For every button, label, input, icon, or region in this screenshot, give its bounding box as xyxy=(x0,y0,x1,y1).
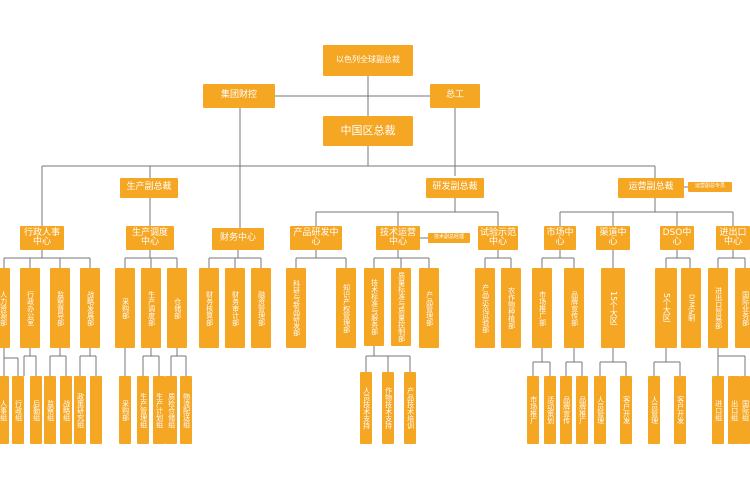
node-union[interactable]: 总工 xyxy=(430,84,480,108)
leaf-pilot-1[interactable]: 产品示范试验部 xyxy=(475,268,495,348)
leaf-finance-3[interactable]: 融资管理部 xyxy=(251,268,271,348)
leaf-import-2[interactable]: 国际业务部 xyxy=(735,268,750,348)
leaf-prod-sched-3[interactable]: 仓储部 xyxy=(167,268,187,348)
leaf-admin-hr-2[interactable]: 行政办公室 xyxy=(20,268,40,348)
node-ops-vp[interactable]: 运营副总裁 xyxy=(618,178,684,198)
leaf-market-2[interactable]: 品牌宣传部 xyxy=(564,268,584,348)
leaf-tech-ops-1[interactable]: 技术标准与服务部 xyxy=(364,268,384,346)
subleaf-prod-sched-2[interactable]: 生产管理组 xyxy=(137,376,149,444)
node-dso[interactable]: DSO中心 xyxy=(660,226,694,250)
node-finance-center[interactable]: 财务中心 xyxy=(212,228,264,250)
subleaf-admin-hr-3[interactable]: 后勤组 xyxy=(30,376,42,444)
leaf-dso-1[interactable]: 5个大区 xyxy=(655,268,677,348)
subleaf-prod-sched-4[interactable]: 质检仓储组 xyxy=(165,376,177,444)
subleaf-dso-2[interactable]: 客户开发 xyxy=(674,376,686,444)
leaf-admin-hr-1[interactable]: 人力资源部 xyxy=(0,268,10,348)
subleaf-import-1[interactable]: 进口组 xyxy=(712,376,724,444)
subleaf-prod-sched-3[interactable]: 生产计划组 xyxy=(153,376,165,444)
leaf-import-1[interactable]: 进出口贸易部 xyxy=(708,268,728,348)
subleaf-prod-sched-1[interactable]: 采购部 xyxy=(119,376,131,444)
leaf-product-rd-2[interactable]: 知识产权管理部 xyxy=(336,268,356,348)
node-rd-vp[interactable]: 研发副总裁 xyxy=(426,178,484,198)
subleaf-import-2[interactable]: 出口组 xyxy=(728,376,740,444)
leaf-product-rd-1[interactable]: 科研与新品研发部 xyxy=(286,268,306,348)
subleaf-tech-ops-3[interactable]: 产品技术培训 xyxy=(404,372,416,444)
subleaf-tech-ops-2[interactable]: 作物技术支持 xyxy=(382,372,394,444)
subleaf-admin-hr-5[interactable]: 战略组 xyxy=(60,376,72,444)
node-product-rd[interactable]: 产品研发中心 xyxy=(290,226,342,250)
subleaf-admin-hr-4[interactable]: 监察组 xyxy=(44,376,56,444)
subleaf-prod-sched-5[interactable]: 物流配送组 xyxy=(180,376,192,444)
node-admin-hr[interactable]: 行政人事中心 xyxy=(20,226,64,250)
leaf-admin-hr-3[interactable]: 监察督导部 xyxy=(50,268,70,348)
leaf-finance-2[interactable]: 财务审计部 xyxy=(225,268,245,348)
node-tech-tag[interactable]: 技术副总经理 xyxy=(428,233,470,243)
node-prod-sched[interactable]: 生产调度中心 xyxy=(126,226,174,250)
leaf-market-1[interactable]: 市场推广部 xyxy=(532,268,552,348)
subleaf-market-4[interactable]: 品牌推广 xyxy=(576,376,588,444)
node-china-president[interactable]: 中国区总裁 xyxy=(323,116,413,146)
leaf-tech-ops-2[interactable]: 质量标准与质量控制部 xyxy=(391,268,411,346)
node-ops-tag[interactable]: 运营副总专员 xyxy=(688,182,732,192)
subleaf-channel-2[interactable]: 客户开发 xyxy=(620,376,632,444)
leaf-tech-ops-3[interactable]: 产品管理部 xyxy=(419,268,439,348)
subleaf-import-3[interactable]: 国际组 xyxy=(740,376,750,444)
leaf-dso-2[interactable]: DIM定制 xyxy=(681,268,701,348)
leaf-finance-1[interactable]: 财务核算部 xyxy=(199,268,219,348)
node-global-vp[interactable]: 以色列全球副总裁 xyxy=(323,45,413,76)
subleaf-market-2[interactable]: 活动策划 xyxy=(544,376,556,444)
subleaf-admin-hr-7[interactable] xyxy=(90,376,102,444)
leaf-prod-sched-2[interactable]: 生产调度部 xyxy=(141,268,161,348)
leaf-channel-1[interactable]: 15个大区 xyxy=(601,268,625,348)
subleaf-market-3[interactable]: 品牌宣传 xyxy=(560,376,572,444)
node-import[interactable]: 进出口中心 xyxy=(716,226,750,250)
subleaf-dso-1[interactable]: 人员管理 xyxy=(648,376,660,444)
node-market[interactable]: 市场中心 xyxy=(544,226,576,250)
node-channel[interactable]: 渠道中心 xyxy=(596,226,630,250)
node-prod-vp[interactable]: 生产副总裁 xyxy=(120,178,178,198)
subleaf-market-1[interactable]: 市场推广 xyxy=(527,376,539,444)
leaf-pilot-2[interactable]: 农作物种植部 xyxy=(501,268,521,348)
node-group-finance[interactable]: 集团财控 xyxy=(203,84,275,108)
subleaf-admin-hr-2[interactable]: 行政组 xyxy=(12,376,24,444)
leaf-prod-sched-1[interactable]: 采购部 xyxy=(115,268,135,348)
subleaf-admin-hr-6[interactable]: 政策研究组 xyxy=(74,376,86,444)
leaf-admin-hr-4[interactable]: 战略发展部 xyxy=(80,268,100,348)
subleaf-channel-1[interactable]: 人员管理 xyxy=(594,376,606,444)
node-tech-ops[interactable]: 技术运营中心 xyxy=(376,226,420,250)
subleaf-tech-ops-1[interactable]: 人员技术支持 xyxy=(360,372,372,444)
subleaf-admin-hr-1[interactable]: 人事组 xyxy=(0,376,9,444)
node-pilot[interactable]: 试验示范中心 xyxy=(478,226,518,250)
